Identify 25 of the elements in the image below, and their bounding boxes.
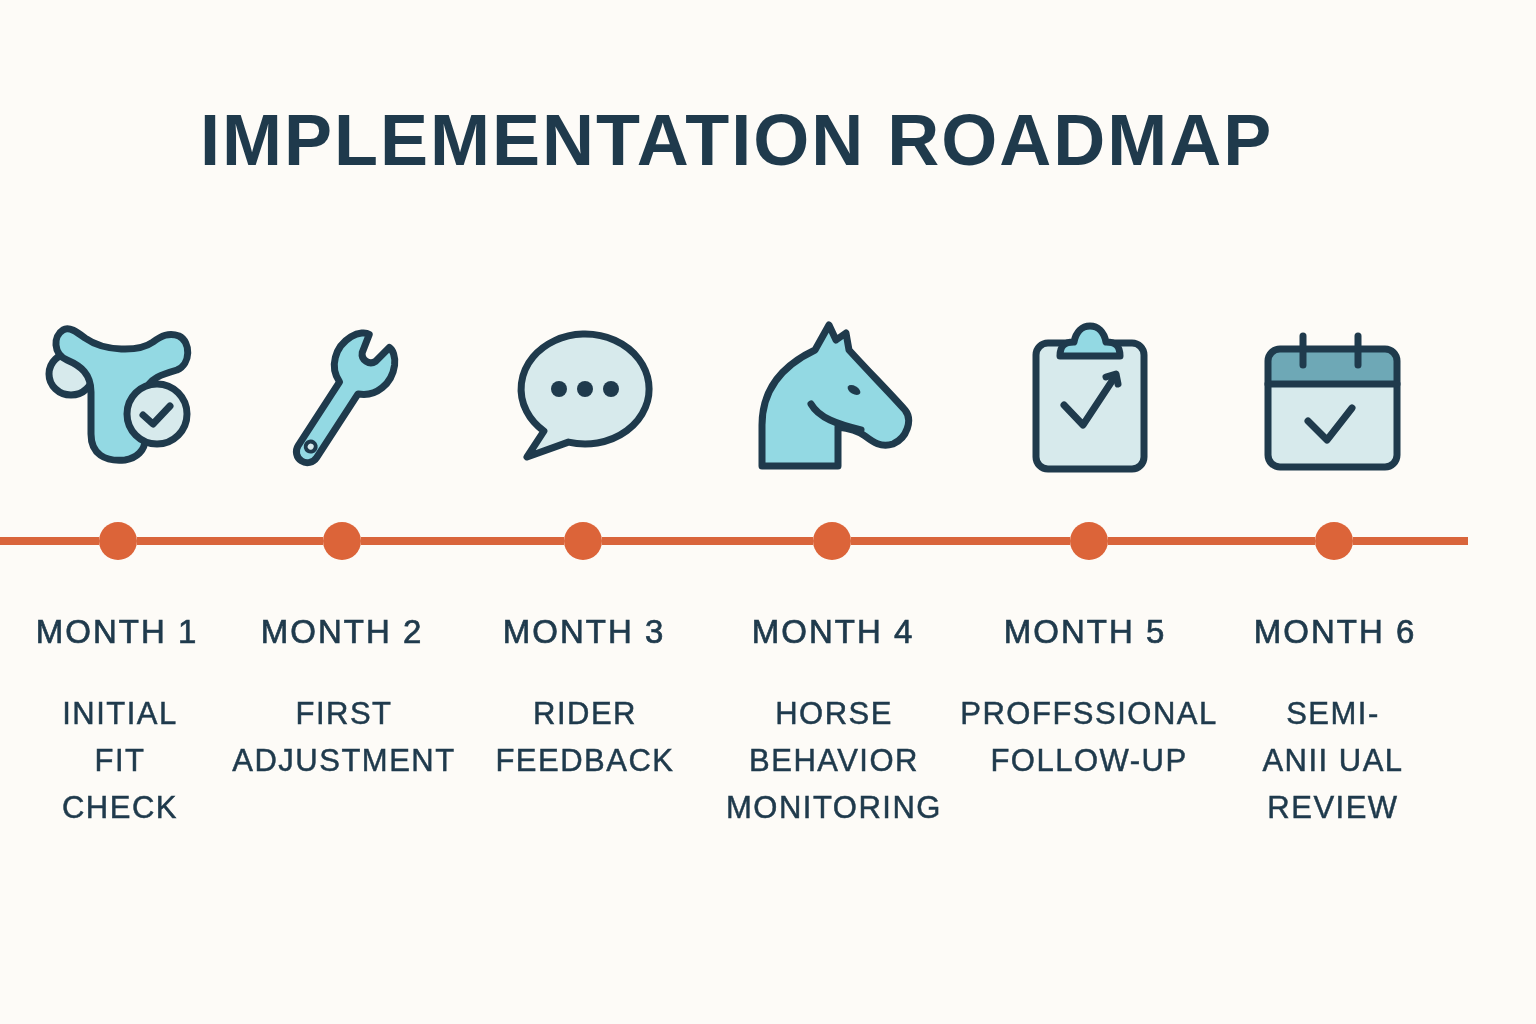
month-label: MONTH 4 [751, 612, 915, 652]
milestone-label: PROFFSSIONAL FOLLOW-UP [959, 695, 1219, 780]
timeline-line [1108, 537, 1315, 545]
timeline-line [0, 537, 99, 545]
timeline-dot [99, 522, 137, 560]
month-label: MONTH 6 [1253, 612, 1417, 652]
milestone-label: INITIAL FIT CHECK [61, 695, 179, 827]
milestone-label: FIRST ADJUSTMENT [231, 695, 457, 780]
timeline-dot [1070, 522, 1108, 560]
timeline-dot [323, 522, 361, 560]
timeline-line [361, 537, 564, 545]
milestone-label: RIDER FEEDBACK [494, 695, 676, 780]
roadmap-title: IMPLEMENTATION ROADMAP [200, 99, 1274, 182]
timeline-dot [1315, 522, 1353, 560]
timeline-line [137, 537, 323, 545]
month-label: MONTH 5 [1003, 612, 1167, 652]
timeline-line [602, 537, 813, 545]
month-label: MONTH 2 [260, 612, 424, 652]
milestone-label: SEMI- ANII UAL REVIEW [1261, 695, 1405, 827]
month-label: MONTH 3 [502, 612, 666, 652]
timeline-dot [564, 522, 602, 560]
timeline-dot [813, 522, 851, 560]
timeline-line [851, 537, 1070, 545]
month-label: MONTH 1 [35, 612, 199, 652]
milestone-label: HORSE BEHAVIOR MONITORING [725, 695, 943, 827]
